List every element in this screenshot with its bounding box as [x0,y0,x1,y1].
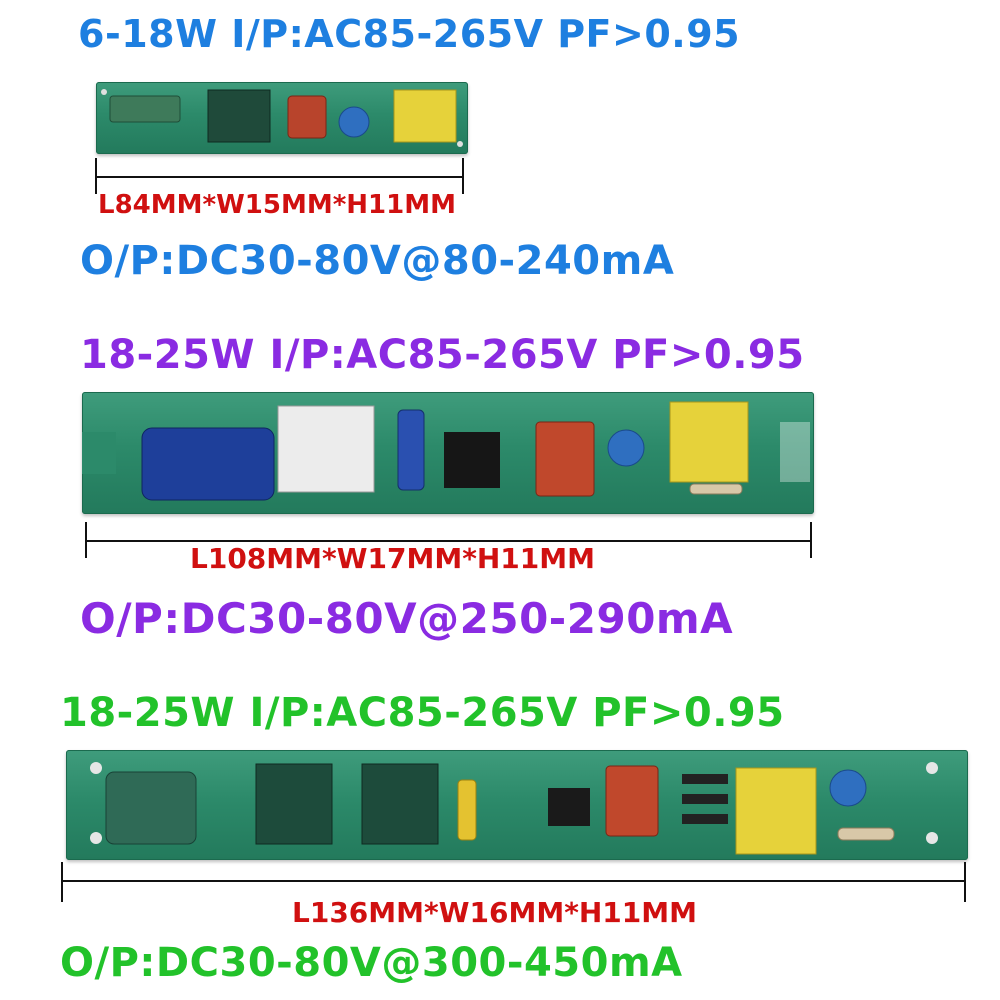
product-1-length-tick-right [462,158,464,194]
product-2-output-spec: O/P:DC30-80V@250-290mA [80,594,734,643]
product-3-length-tick-right [964,862,966,902]
product-1-output-spec: O/P:DC30-80V@80-240mA [80,238,675,284]
product-3-output-spec: O/P:DC30-80V@300-450mA [60,940,683,986]
product-2-driver-board-photo [82,392,814,514]
product-3-input-spec: 18-25W I/P:AC85-265V PF>0.95 [60,690,785,736]
product-1-length-line [96,176,464,178]
product-1-input-spec: 6-18W I/P:AC85-265V PF>0.95 [78,12,741,56]
product-2-length-line [86,540,810,542]
product-1-length-tick-left [95,158,97,194]
product-3-driver-board-photo [66,750,968,860]
product-3-length-line [62,880,966,882]
product-1-driver-board-photo [96,82,468,154]
product-3-dimensions: L136MM*W16MM*H11MM [292,896,698,929]
product-2-length-tick-right [810,522,812,558]
product-2-dimensions: L108MM*W17MM*H11MM [190,542,596,575]
product-1-dimensions: L84MM*W15MM*H11MM [98,190,456,220]
product-2-length-tick-left [85,522,87,558]
product-3-length-tick-left [61,862,63,902]
product-2-input-spec: 18-25W I/P:AC85-265V PF>0.95 [80,332,805,378]
